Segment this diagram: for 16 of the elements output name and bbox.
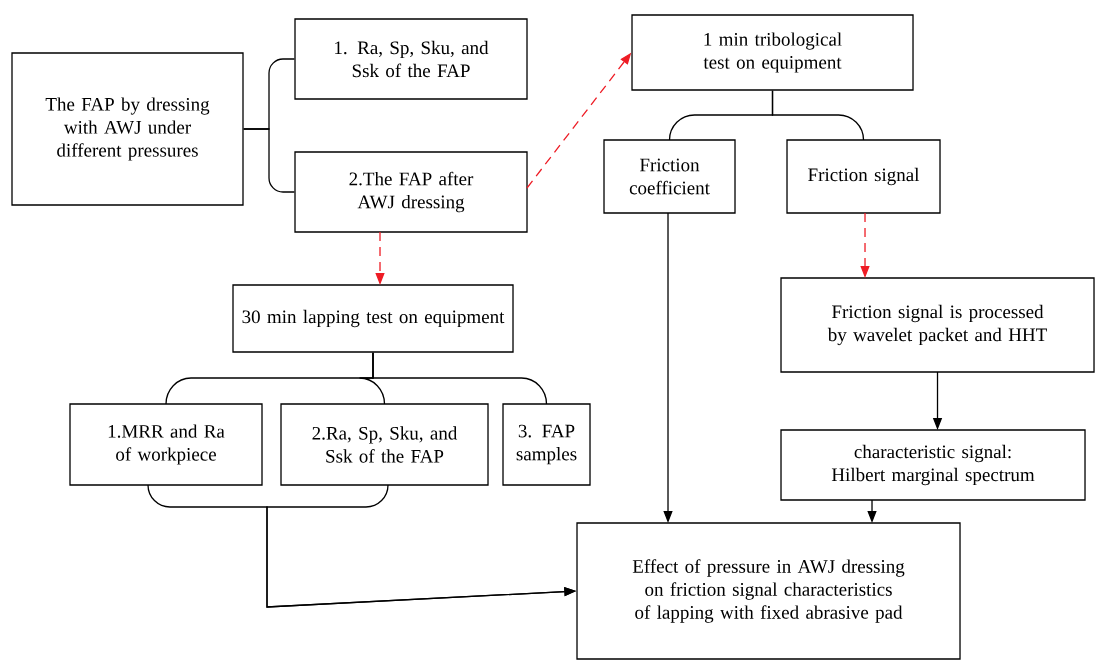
process-box: 2.Ra, Sp, Sku, and Ssk of the FAP (280, 403, 489, 486)
process-box: The FAP by dressing with AWJ under different pressures (11, 52, 244, 206)
process-box: 1.MRR and Ra of workpiece (69, 403, 263, 486)
process-box: 30 min lapping test on equipment (232, 284, 514, 353)
process-box: 1. Ra, Sp, Sku, and Ssk of the FAP (294, 18, 528, 100)
process-box: Friction signal is processed by wavelet packet and HHT (780, 277, 1095, 373)
connector-line (771, 90, 865, 141)
process-box: 3. FAP samples (502, 403, 591, 486)
process-box: 1 min tribological test on equipment (631, 14, 914, 91)
process-box: 2.The FAP after AWJ dressing (294, 151, 528, 233)
process-box: Effect of pressure in AWJ dressing on friction signal characteristics of lapping with fixed abrasive pad (576, 522, 961, 660)
connector-line (243, 128, 295, 193)
connector-line (372, 352, 548, 405)
process-box: Friction signal (786, 139, 941, 214)
process-box: Friction coefficient (603, 139, 736, 214)
process-box: characteristic signal: Hilbert marginal spectrum (780, 429, 1086, 501)
